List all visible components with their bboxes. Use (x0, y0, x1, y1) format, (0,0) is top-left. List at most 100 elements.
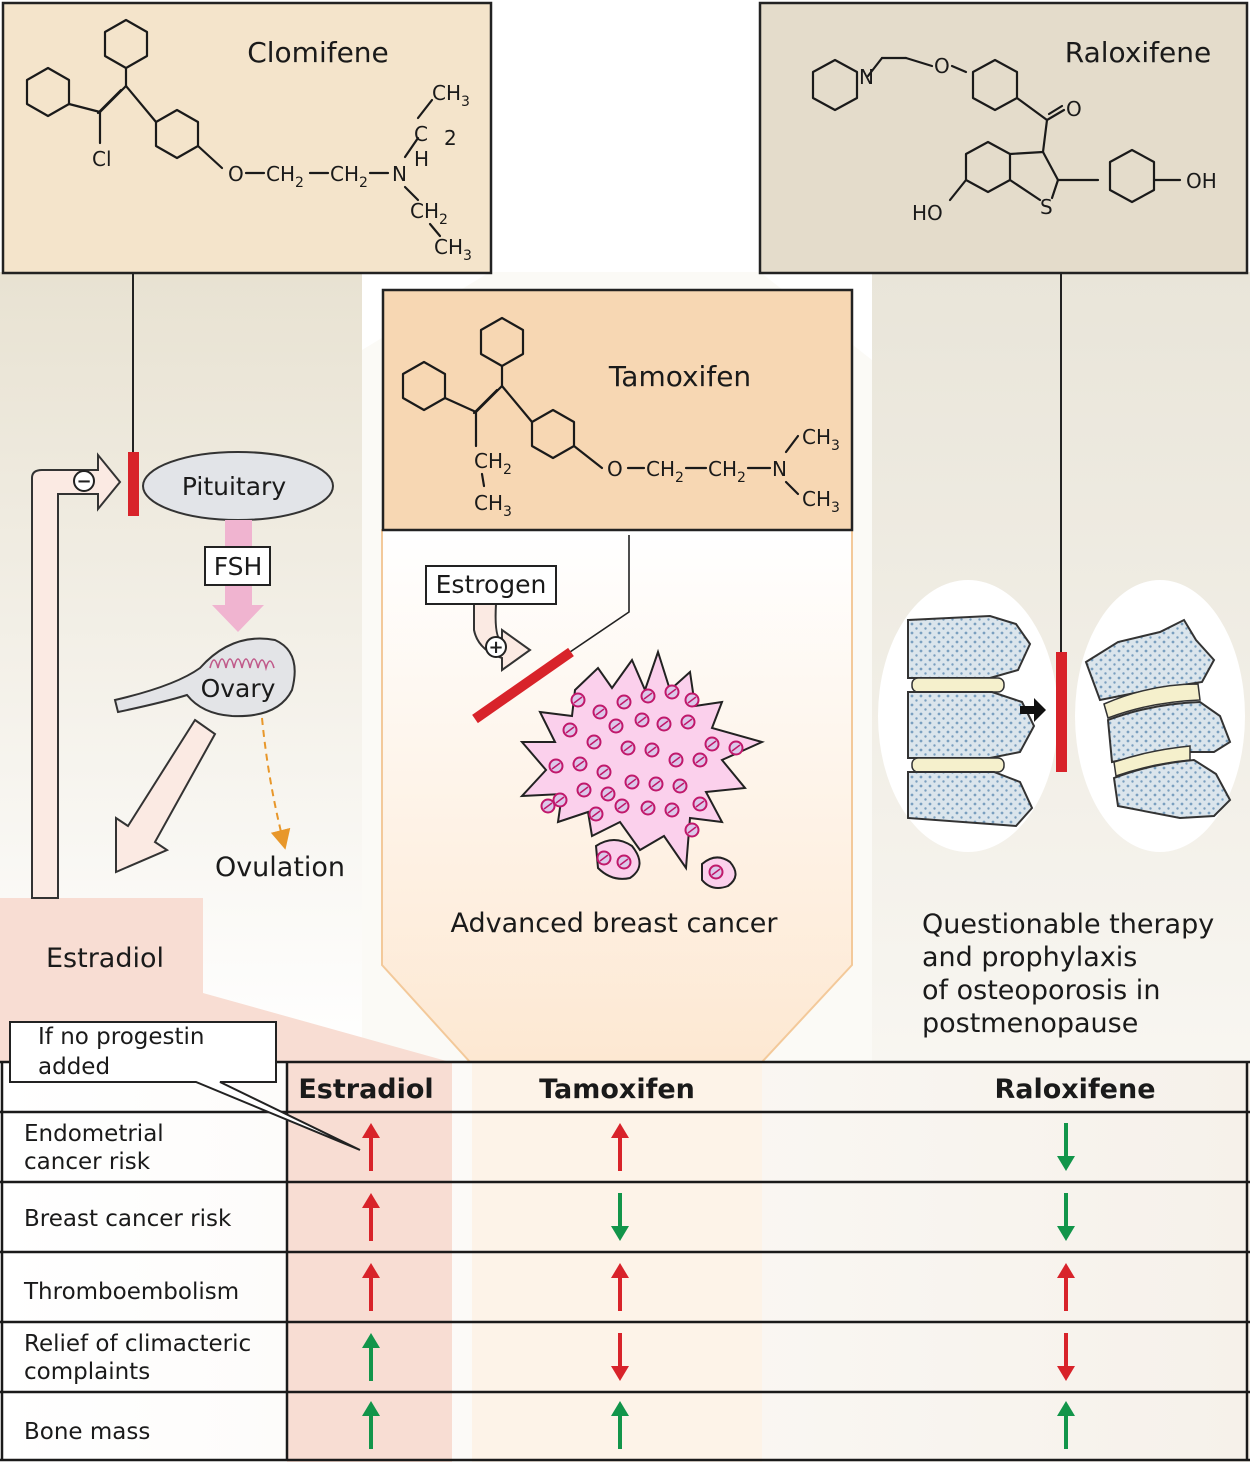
column-tamoxifen: Tamoxifen (539, 1074, 695, 1105)
tamoxifen-cancer-panel: Estrogen + Advanced breast cancer (425, 535, 778, 939)
cell-nucleus-mark (555, 796, 565, 804)
pituitary-block-bar (128, 452, 139, 516)
cell-nucleus-mark (707, 740, 717, 748)
effect-arrow-down (1057, 1193, 1075, 1241)
raloxifene-ho: HO (912, 201, 943, 225)
cell-nucleus-mark (611, 722, 621, 730)
cell-nucleus-mark (589, 738, 599, 746)
effect-arrow-down (1057, 1333, 1075, 1381)
cell-nucleus-mark (683, 718, 693, 726)
osteoporosis-caption-line-3: of osteoporosis in (922, 975, 1160, 1006)
estrogen-block-bar (472, 647, 574, 724)
cell-nucleus-mark (643, 692, 653, 700)
clomifene-pathway: − Pituitary FSH Ovary Ovulation Estradio… (31, 273, 345, 974)
cell-nucleus-mark (619, 858, 629, 866)
cell-nucleus-mark (543, 802, 553, 810)
clomifene-ch2a: CH2 (266, 162, 304, 191)
clomifene-sub2: 2 (444, 126, 457, 150)
cell-nucleus-mark (647, 746, 657, 754)
ovary-follicles (209, 658, 275, 672)
healthy-vertebrae (907, 614, 1036, 828)
cell-nucleus-mark (687, 696, 697, 704)
breast-cancer-caption: Advanced breast cancer (450, 908, 778, 939)
osteoporosis-caption-line-2: and prophylaxis (922, 942, 1137, 973)
cell-nucleus-mark (565, 726, 575, 734)
cell-nucleus-mark (659, 720, 669, 728)
raloxifene-o-keto: O (1066, 97, 1082, 121)
cell-nucleus-mark (695, 800, 705, 808)
row-label-endometrial-2: cancer risk (24, 1149, 151, 1175)
tamoxifen-name: Tamoxifen (608, 360, 751, 393)
tamoxifen-o: O (607, 457, 623, 481)
tamoxifen-ch2a: CH2 (646, 457, 684, 486)
clomifene-o: O (228, 162, 244, 186)
effect-arrow-up (362, 1333, 380, 1381)
estradiol-feedback-arrow (31, 452, 122, 899)
tamoxifen-connector (569, 535, 630, 653)
tamoxifen-ch3: CH3 (474, 491, 512, 520)
raloxifene-n: N (859, 65, 874, 89)
raloxifene-box: Raloxifene N O O S OH HO (758, 1, 1249, 275)
clomifene-ch2-low: CH2 (410, 199, 448, 228)
estrogen-arrow (473, 603, 532, 672)
effects-table: Estradiol Tamoxifen Raloxifene Endometri… (0, 1060, 1250, 1462)
estrogen-box (425, 565, 557, 605)
cell-nucleus-mark (695, 756, 705, 764)
cell-nucleus-mark (551, 762, 561, 770)
estradiol-column-shade (287, 1062, 452, 1462)
tamoxifen-structure (401, 316, 800, 496)
cell-nucleus-mark (667, 688, 677, 696)
clomifene-ch2b: CH2 (330, 162, 368, 191)
cell-nucleus-mark (617, 802, 627, 810)
cell-nucleus-mark (643, 804, 653, 812)
cell-nucleus-mark (599, 768, 609, 776)
effect-arrow-down (611, 1193, 629, 1241)
osteoporotic-vertebrae (1084, 618, 1232, 820)
tamoxifen-ch3-top: CH3 (802, 425, 840, 454)
cell-nucleus-mark (591, 810, 601, 818)
cell-nucleus-mark (623, 744, 633, 752)
effect-arrow-up (1057, 1401, 1075, 1449)
clomifene-cl: Cl (92, 147, 112, 171)
cell-nucleus-mark (619, 698, 629, 706)
cell-nucleus-mark (579, 786, 589, 794)
cell-nucleus-mark (687, 826, 697, 834)
cell-nucleus-mark (575, 760, 585, 768)
tamoxifen-n: N (772, 457, 787, 481)
tamoxifen-ch2: CH2 (474, 449, 512, 478)
inhibit-icon (73, 470, 95, 492)
clomifene-c: C (414, 122, 428, 146)
osteoporosis-caption-line-4: postmenopause (922, 1008, 1138, 1039)
bone-progression-arrow (1020, 698, 1046, 722)
raloxifene-structure (811, 56, 1182, 204)
column-estradiol: Estradiol (298, 1074, 433, 1105)
row-label-bone-mass: Bone mass (24, 1419, 150, 1445)
osteoporosis-block-bar (1056, 652, 1067, 772)
clomifene-box: Clomifene Cl O CH2 CH2 N CH3 C 2 H (1, 1, 493, 275)
cell-nucleus-mark (651, 780, 661, 788)
column-raloxifene: Raloxifene (994, 1074, 1155, 1105)
estradiol-release-arrow (115, 718, 217, 874)
effect-arrow-up (362, 1123, 380, 1171)
ovulation-label: Ovulation (215, 852, 345, 883)
row-label-breast-cancer: Breast cancer risk (24, 1206, 232, 1232)
callout-line-2: added (38, 1054, 110, 1080)
raloxifene-s: S (1040, 195, 1053, 219)
clomifene-ch3-top: CH3 (432, 81, 470, 110)
clomifene-name: Clomifene (247, 36, 389, 69)
tamoxifen-column-shade (472, 1062, 762, 1462)
effect-arrow-up (1057, 1263, 1075, 1311)
tamoxifen-ch2b: CH2 (708, 457, 746, 486)
clomifene-ch3-low: CH3 (434, 235, 472, 264)
ovulation-arrow (261, 717, 291, 850)
inhibit-sign: − (76, 471, 91, 492)
fsh-box (204, 546, 271, 586)
effect-arrow-up (611, 1123, 629, 1171)
cell-nucleus-mark (627, 778, 637, 786)
tamoxifen-box: Tamoxifen CH2 CH3 O CH2 CH2 N CH3 CH3 (381, 288, 854, 532)
effect-arrow-up (362, 1401, 380, 1449)
cell-nucleus-mark (637, 716, 647, 724)
estradiol-label: Estradiol (46, 943, 164, 974)
clomifene-structure (25, 18, 442, 238)
